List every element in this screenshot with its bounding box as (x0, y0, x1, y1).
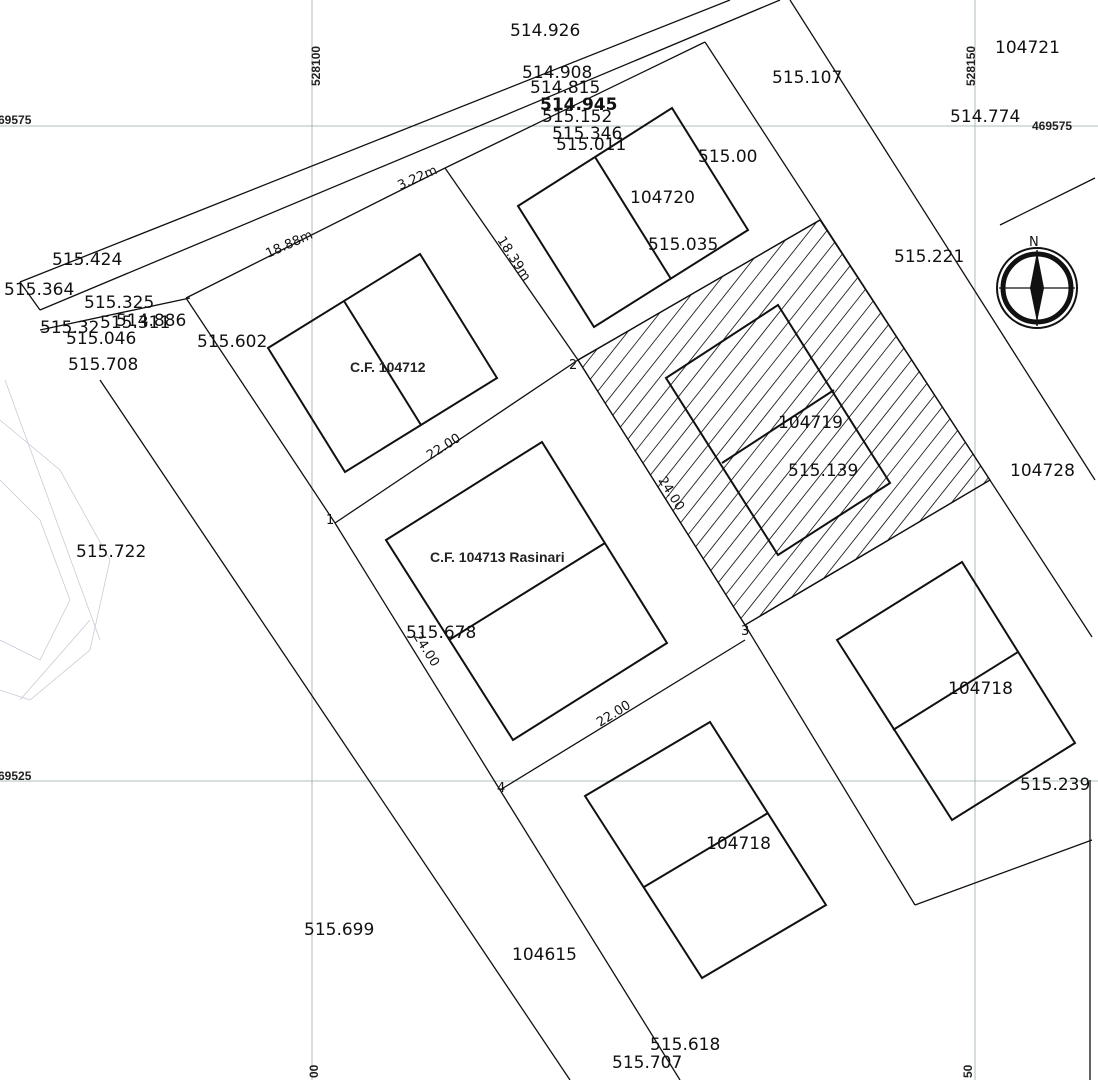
hatch-line (578, 220, 664, 625)
elevation-label: 515.221 (894, 247, 964, 267)
elevation-label: 514.908 (522, 63, 592, 83)
hatch-line (578, 220, 868, 625)
parcel-label-104728: 104728 (1010, 461, 1075, 481)
elevation-label: 515.708 (68, 355, 138, 375)
elevation-label: 515.618 (650, 1035, 720, 1055)
grid-label-528150: 528150 (964, 46, 978, 86)
hatch-line (741, 220, 990, 625)
grid-label-469575: 469575 (1032, 119, 1072, 133)
elevation-label: 515.00 (698, 147, 757, 167)
buildings (266, 106, 1077, 980)
north-label: N (1029, 235, 1039, 250)
hatch-line (130, 180, 510, 660)
elevation-label: 514.926 (510, 21, 580, 41)
hatch-line (690, 220, 990, 625)
hatch-line (962, 220, 990, 625)
hatch-line (578, 220, 647, 625)
elevation-label: 514.815 (530, 78, 600, 98)
ghost-drawing (0, 379, 111, 701)
hatch-line (147, 180, 527, 660)
hatch-line (578, 220, 579, 625)
elevation-label: 515.364 (4, 280, 74, 300)
dimension-label: 22.00 (424, 431, 464, 463)
hatch-line (164, 180, 544, 660)
parcel-label-104718-b: 104718 (706, 834, 771, 854)
hatch-line (578, 220, 936, 625)
elevation-label: 515.107 (772, 68, 842, 88)
parcel-label-cf-104712: C.F. 104712 (350, 359, 426, 375)
hatch-line (578, 220, 800, 625)
elevation-label: 514.774 (950, 107, 1020, 127)
parcel-label-104720: 104720 (630, 188, 695, 208)
corner-label-4: 4 (497, 781, 505, 796)
dimension-label: 18.39m (494, 234, 534, 284)
elevation-label: 515.325 (84, 293, 154, 313)
elevation-label: 514.886 (116, 311, 186, 331)
hatch-line (578, 220, 681, 625)
elevation-label: 515.139 (788, 461, 858, 481)
hatch-line (578, 220, 817, 625)
dimension-label: 22.00 (594, 698, 634, 730)
elevation-label: 515.722 (76, 542, 146, 562)
grid-label-69575: 69575 (0, 113, 32, 127)
parcel-label-104718-a: 104718 (948, 679, 1013, 699)
parcel-label-104719: 104719 (778, 413, 843, 433)
hatch-line (578, 220, 783, 625)
elevation-label: 515.602 (197, 332, 267, 352)
boundary-lines (19, 0, 1096, 1080)
corner-label-1: 1 (326, 513, 334, 528)
dimension-label: 18.88m (264, 228, 316, 262)
elevation-label: 515.424 (52, 250, 122, 270)
hatch-line (1065, 180, 1098, 660)
elevation-label: 515.011 (556, 135, 626, 155)
grid-label-bottom-right: 50 (961, 1064, 975, 1078)
hatch-line (578, 220, 919, 625)
grid-label-bottom-left: 00 (307, 1064, 321, 1078)
hatch-line (578, 220, 834, 625)
hatched-parcel-outline (577, 219, 991, 626)
north-arrow-icon (996, 247, 1078, 329)
grid-label-528100: 528100 (309, 46, 323, 86)
elevation-label: 515.32 (40, 318, 99, 338)
hatch-line (578, 220, 630, 625)
corner-label-3: 3 (741, 624, 749, 639)
hatch-line (673, 220, 990, 625)
dimension-label: 24.00 (655, 474, 687, 514)
elevation-label: 515.035 (648, 235, 718, 255)
grid-label-69525: 69525 (0, 769, 32, 783)
elevation-label: 515.346 (552, 124, 622, 144)
hatch-line (997, 180, 1098, 660)
elevation-label: 515.046 (66, 329, 136, 349)
hatch-line (578, 220, 885, 625)
elevation-label: 515.311 (100, 313, 170, 333)
elevation-label: 515.152 (542, 107, 612, 127)
elevation-label: 514.945 (540, 95, 617, 115)
elevation-label: 515.707 (612, 1053, 682, 1073)
hatch-line (113, 180, 493, 660)
hatch-line (707, 220, 990, 625)
parcel-label-104721: 104721 (995, 38, 1060, 58)
parcel-label-cf-104713: C.F. 104713 Rasinari (430, 549, 565, 565)
parcel-label-104615: 104615 (512, 945, 577, 965)
dimension-label: 3.22m (396, 163, 440, 194)
hatch-line (578, 220, 851, 625)
hatch-line (1082, 180, 1098, 660)
hatch-line (724, 220, 990, 625)
elevation-label: 515.678 (406, 623, 476, 643)
elevation-label: 515.239 (1020, 775, 1090, 795)
corner-label-2: 2 (569, 358, 577, 373)
elevation-label: 515.699 (304, 920, 374, 940)
